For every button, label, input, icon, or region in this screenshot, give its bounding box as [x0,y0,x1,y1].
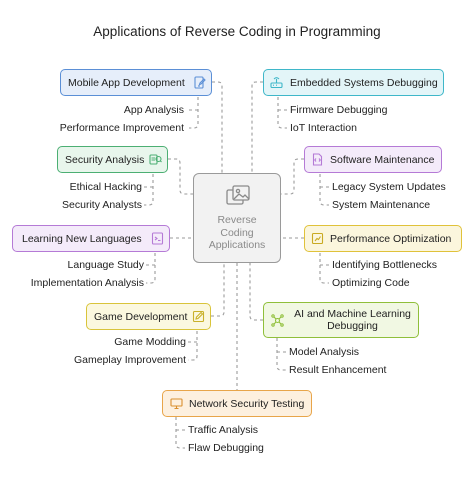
sub-item-result-enhancement: Result Enhancement [289,364,387,376]
sub-item-model-analysis: Model Analysis [289,346,360,358]
mobile-edit-icon [193,76,206,89]
edit-square-icon [192,310,205,323]
sub-item-ethical-hacking: Ethical Hacking [69,181,142,193]
branch-label-line-2: Debugging [327,320,378,332]
terminal-icon [151,232,164,245]
branch-label: Security Analysis [65,153,145,166]
center-line-1: Reverse [217,214,257,226]
sub-item-optimizing-code: Optimizing Code [332,277,410,289]
ai-network-icon [271,313,284,327]
branch-label: Network Security Testing [189,397,305,410]
center-line-2: Coding [220,226,254,239]
branch-label: Performance Optimization [330,232,452,245]
center-line-3: Applications [208,239,266,251]
optimization-icon [311,232,324,245]
sub-item-gameplay-improvement: Gameplay Improvement [73,354,186,366]
central-topic: Reverse Coding Applications [193,173,281,263]
branch-learning-new-languages: Learning New Languages [12,225,170,252]
sub-item-flaw-debugging: Flaw Debugging [188,442,264,454]
sub-item-iot-interaction: IoT Interaction [290,122,357,134]
sub-item-implementation-analysis: Implementation Analysis [30,277,144,289]
sub-item-identifying-bottlenecks: Identifying Bottlenecks [332,259,438,271]
sub-item-performance-improvement: Performance Improvement [59,122,184,134]
branch-game-development: Game Development [86,303,211,330]
branch-software-maintenance: Software Maintenance [304,146,442,173]
sub-item-firmware-debugging: Firmware Debugging [290,104,388,116]
branch-network-security-testing: Network Security Testing [162,390,312,417]
branch-embedded-systems-debugging: Embedded Systems Debugging [263,69,444,96]
branch-label-line-1: AI and Machine Learning [294,308,411,320]
branch-ai-machine-learning-debugging: AI and Machine Learning Debugging [263,302,419,338]
images-icon [225,184,251,208]
code-file-icon [311,153,324,166]
sub-item-legacy-system-updates: Legacy System Updates [332,181,446,193]
security-analysis-icon [149,153,162,166]
branch-security-analysis: Security Analysis [57,146,168,173]
sub-item-app-analysis: App Analysis [123,104,184,116]
branch-mobile-app-development: Mobile App Development [60,69,212,96]
sub-item-system-maintenance: System Maintenance [332,199,431,211]
branch-label: Embedded Systems Debugging [290,76,438,89]
branch-label: Game Development [94,310,188,323]
branch-performance-optimization: Performance Optimization [304,225,462,252]
sub-item-language-study: Language Study [67,259,144,271]
branch-label: Learning New Languages [22,232,142,245]
sub-item-security-analysts: Security Analysts [62,199,142,211]
router-icon [270,76,283,89]
branch-label: Software Maintenance [330,153,435,166]
branch-label: Mobile App Development [68,76,185,89]
sub-item-game-modding: Game Modding [114,336,186,348]
monitor-icon [170,397,183,410]
sub-item-traffic-analysis: Traffic Analysis [188,424,259,436]
diagram-title: Applications of Reverse Coding in Progra… [93,24,381,39]
